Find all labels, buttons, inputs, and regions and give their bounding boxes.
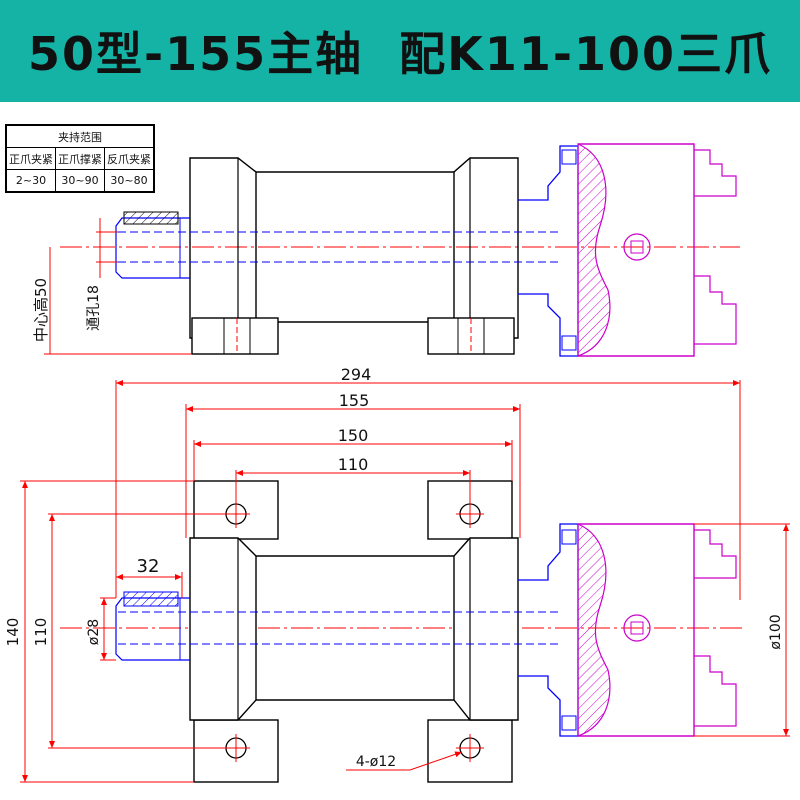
page-title: 50型-155主轴 配K11-100三爪 [28,27,772,81]
dim-hole-spacing-y: 110 [32,618,50,647]
plan-jaw-lower [694,655,737,727]
dim-mount-holes: 4-ø12 [356,754,396,770]
plan-flange [518,523,579,737]
label-center-height: 中心高50 [32,278,50,342]
dim-hole-spacing-x: 110 [338,455,369,474]
column-header-reverse-clamp: 反爪夹紧 [104,147,155,170]
dim-overall-length: 294 [341,365,372,384]
side-jaw-lower [694,275,737,345]
label-through-hole: 通孔18 [86,285,102,331]
plan-chuck [578,523,695,737]
side-view [44,143,740,357]
column-header-forward-expand: 正爪撑紧 [55,147,105,170]
plan-chuck-key-hole [623,614,651,642]
clamp-range-header: 夹持范围 [5,124,155,148]
side-left-block [189,157,257,339]
plan-jaw-upper [694,529,737,579]
side-flange [518,145,579,357]
side-jaw-upper [694,149,737,197]
plan-shaft [115,597,190,661]
dim-shaft-extension: 32 [137,556,160,577]
column-header-forward-clamp: 正爪夹紧 [5,147,56,170]
plan-left-block [189,537,257,721]
dim-body-length: 155 [339,391,370,410]
dim-base-length: 150 [338,426,369,445]
side-chuck [578,143,695,357]
side-shaft [115,217,190,279]
value-forward-expand: 30~90 [55,169,105,193]
side-chuck-key-hole [623,233,651,261]
plan-view [20,380,790,783]
dim-shaft-diameter: ø28 [86,619,102,645]
value-reverse-clamp: 30~80 [104,169,155,193]
plan-chuck-section [577,523,611,737]
clamp-range-table: 夹持范围 正爪夹紧 正爪撑紧 反爪夹紧 2~30 30~90 30~80 [5,124,155,193]
side-left-foot [191,317,279,355]
side-chuck-section [577,143,611,357]
dim-base-width: 140 [4,618,22,647]
plan-keyway [123,591,179,607]
dim-chuck-diameter: ø100 [768,614,784,649]
side-keyway [123,211,179,225]
plan-right-block [453,537,519,721]
side-right-block [453,157,519,339]
title-banner: 50型-155主轴 配K11-100三爪 [0,0,800,102]
